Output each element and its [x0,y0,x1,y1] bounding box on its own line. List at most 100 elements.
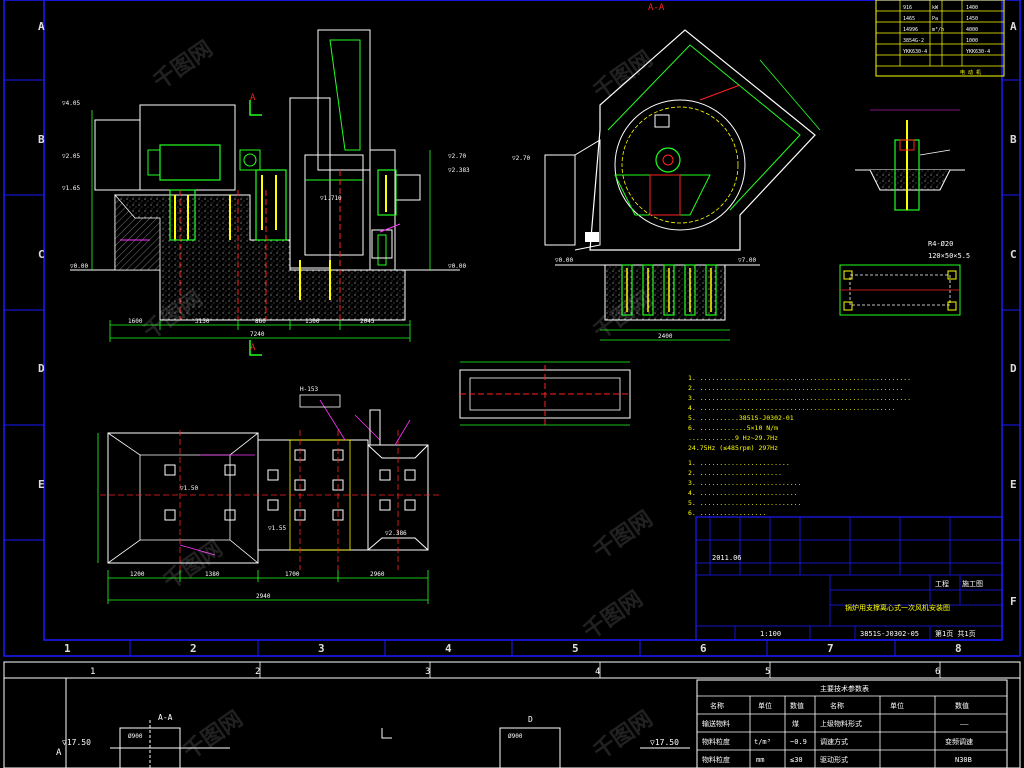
table-cell: 916 [903,5,912,11]
table-cell: Pa [932,16,938,22]
elevation-label: ▽2.383 [448,167,470,174]
section-title: A-A [648,3,665,13]
duct-section [459,361,631,426]
parameter-table [875,0,1005,77]
title-block-stage: 施工图 [962,579,983,588]
elevation-label: ▽7.00 [738,257,756,264]
dimension-label: 7240 [250,331,265,338]
dimension-label: 2940 [256,593,271,600]
table-cell: t/m³ [754,738,771,746]
column-number: 6 [700,642,707,655]
sheet2-frame [3,661,1021,768]
note-line: 2. .....................................… [688,384,903,392]
tech-params-table [696,679,1008,768]
note-line: 6. ................. [688,509,766,517]
elevation-label: ▽1.50 [180,485,198,492]
fan-section-labels: A-A ▽2.70 ▽0.00 ▽7.00 2400 [512,3,756,340]
title-block-title: 锅炉用支撑离心式一次风机安装图 [845,603,950,612]
sheet1-frame [3,0,1021,657]
table-cell: —— [960,720,969,728]
table-cell: 变频调速 [945,737,973,746]
elevation-label: ▽0.00 [555,257,573,264]
zone-letter-e-right: E [1010,478,1017,491]
zone-letter-e: E [38,478,45,491]
table-header: 名称 [830,701,844,710]
table-header: 数值 [790,701,804,710]
table-cell: 物料粒度 [702,755,730,764]
note-line: 5. .......................... [688,499,802,507]
elevation-label: ▽17.50 [650,738,679,747]
watermark: 千图网 [149,37,217,95]
table-cell: 物料粒度 [702,737,730,746]
title-block-date: 2011.06 [712,554,742,562]
zone-letter-b-right: B [1010,133,1017,146]
sheet2-drawing [110,720,690,768]
detail-dim: 120×50×5.5 [928,252,970,260]
table-header: 单位 [758,701,772,710]
dimension-label: 1200 [130,571,145,578]
title-block-project: 工程 [935,579,949,588]
dimension-label: 1300 [305,318,320,325]
zone-letter-b: B [38,133,45,146]
table-cell: 4000 [966,27,978,33]
elevation-label: ▽2.70 [512,155,530,162]
title-block-sheet: 第1页 共1页 [935,629,976,638]
table-title: 主要技术参数表 [820,684,869,693]
note-line: 6. ............5×10 N/m [688,424,778,432]
watermark: 千图网 [159,537,227,595]
plan-label: H-153 [300,386,318,393]
table-cell: 输送物料 [702,719,730,728]
table-cell: ≤30 [790,756,803,764]
zone-letter-f-right: F [1010,595,1017,608]
zone-letter-c: C [38,248,45,261]
dimension-label: Ø900 [508,733,523,740]
column-numbers: 1 2 3 4 5 6 7 8 [64,642,962,655]
table-cell: 1465 [903,16,915,22]
elevation-label: ▽2.386 [385,530,407,537]
dimension-label: 860 [255,318,266,325]
note-line: 3. .......................... [688,479,802,487]
zone-letter-a: A [38,20,45,33]
note-line: 5. ..........3851S-J0302-01 [688,414,794,422]
column-number: 5 [572,642,579,655]
watermark: 千图网 [179,707,247,765]
section-mark-label: D [528,715,533,724]
note-line: 1. ....................... [688,459,790,467]
column-number: 1 [90,667,95,677]
table-cell: 调速方式 [820,737,848,746]
table-cell: 14996 [903,27,918,33]
table-cell: 驱动形式 [820,755,848,764]
table-header: 数值 [955,701,969,710]
note-line: 4. ......................... [688,489,798,497]
elevation-labels: ▽4.05 ▽2.05 ▽1.65 ▽0.00 ▽2.70 ▽2.383 ▽0.… [62,93,470,353]
dimension-label: 1380 [205,571,220,578]
table-cell: 1450 [966,16,978,22]
elevation-label: ▽2.70 [448,153,466,160]
table-cell: 3854G-2 [903,38,924,44]
column-number: 2 [255,667,260,677]
table-cell: YKK630-4 [966,49,990,55]
note-line: 1. .....................................… [688,374,911,382]
dimension-label: 2960 [370,571,385,578]
detail-labels: R4-Ø20 120×50×5.5 [928,240,970,260]
title-block-drawing-number: 3851S-J0302-05 [860,630,919,638]
elevation-label: ▽1.55 [268,525,286,532]
parameter-table-text: 916 kW 1400 1465 Pa 1450 14996 m³/h 4000… [903,5,990,76]
title-block-scale: 1:100 [760,630,781,638]
table-header: 单位 [890,701,904,710]
elevation-label: ▽1.710 [320,195,342,202]
fan-section-view [544,29,821,341]
note-line: 3. .....................................… [688,394,911,402]
watermark: 千图网 [589,707,657,765]
dimension-label: 2045 [360,318,375,325]
elevation-view [70,29,460,356]
column-number: 7 [827,642,834,655]
watermark: 千图网 [589,47,657,105]
section-title: A-A [158,713,173,722]
plan-labels: H-153 ▽1.50 ▽1.55 ▽2.386 1200 1380 1700 … [130,386,407,600]
column-number: 2 [190,642,197,655]
watermark: 千图网 [579,587,647,645]
notes-block: 1. .....................................… [688,374,911,517]
table-cell: 上级物料形式 [820,719,862,728]
